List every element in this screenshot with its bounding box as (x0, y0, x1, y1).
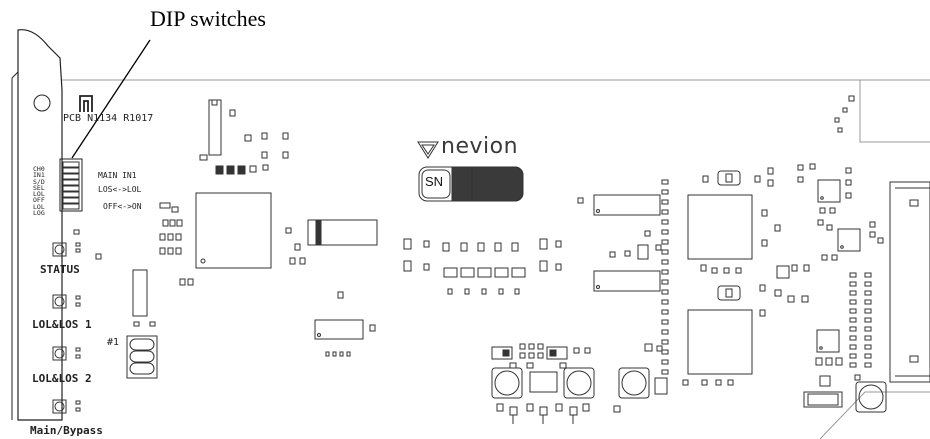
inductor-2 (563, 367, 595, 399)
lol-los-2-label: LOL&LOS 2 (32, 372, 92, 385)
pcb-logo-icon (79, 95, 93, 112)
pcb-bottom-right-edge (819, 391, 930, 439)
bottom-right-chip (803, 391, 843, 408)
mid-ic (314, 319, 364, 340)
dip-callout-line (71, 39, 151, 159)
right-ic-1 (593, 194, 661, 216)
dip-name: LOL (33, 202, 45, 211)
crystal-upper (717, 170, 741, 186)
main-processor-chip (195, 192, 272, 269)
crystal-oscillator (307, 219, 378, 246)
serial-number-label: SN (425, 174, 444, 189)
rf-chip-upper (687, 194, 753, 260)
dip-switch-block (59, 158, 83, 212)
dip-name: LOL (33, 190, 45, 199)
status-label: STATUS (40, 263, 80, 276)
nevion-logo-icon (417, 141, 439, 159)
lol-los-1-label: LOL&LOS 1 (32, 318, 92, 331)
dip-setting-main-in1: MAIN IN1 (98, 171, 137, 180)
dip-switch-names: CH0 IN1 S/D SEL LOL OFF LOL LOG (33, 165, 45, 218)
dip-setting-los-lol: LOS<->LOL (98, 185, 142, 194)
nevion-brand: nevion (441, 134, 519, 159)
dip-switches-callout: DIP switches (150, 6, 266, 31)
pcb-right-edge-notch (859, 80, 930, 143)
dip-name: SEL (33, 183, 45, 192)
dip-name: CH0 (33, 165, 45, 173)
status-led (52, 242, 67, 257)
edge-connector (889, 181, 930, 383)
pcb-revision-label: PCB N1134 R1017 (63, 113, 154, 124)
main-bypass-led (52, 399, 67, 414)
jumper-header (126, 335, 158, 379)
crystal-lower (717, 285, 741, 301)
upper-ic (208, 99, 222, 156)
dip-name: IN1 (33, 171, 45, 180)
dip-name: S/D (33, 177, 45, 186)
dip-name: OFF (33, 196, 45, 205)
lol-los-2-led (52, 346, 67, 361)
main-bypass-label: Main/Bypass (30, 424, 103, 437)
lol-los-1-led (52, 294, 67, 309)
dip-name: LOG (33, 209, 45, 218)
dip-setting-off-on: OFF<->ON (103, 202, 142, 211)
inductor-3 (618, 367, 650, 399)
mounting-bracket (17, 29, 63, 421)
inductor-1 (491, 367, 523, 399)
jumper-label: #1 (107, 337, 120, 348)
rf-chip-lower (687, 309, 753, 375)
inductor-4 (855, 381, 887, 413)
